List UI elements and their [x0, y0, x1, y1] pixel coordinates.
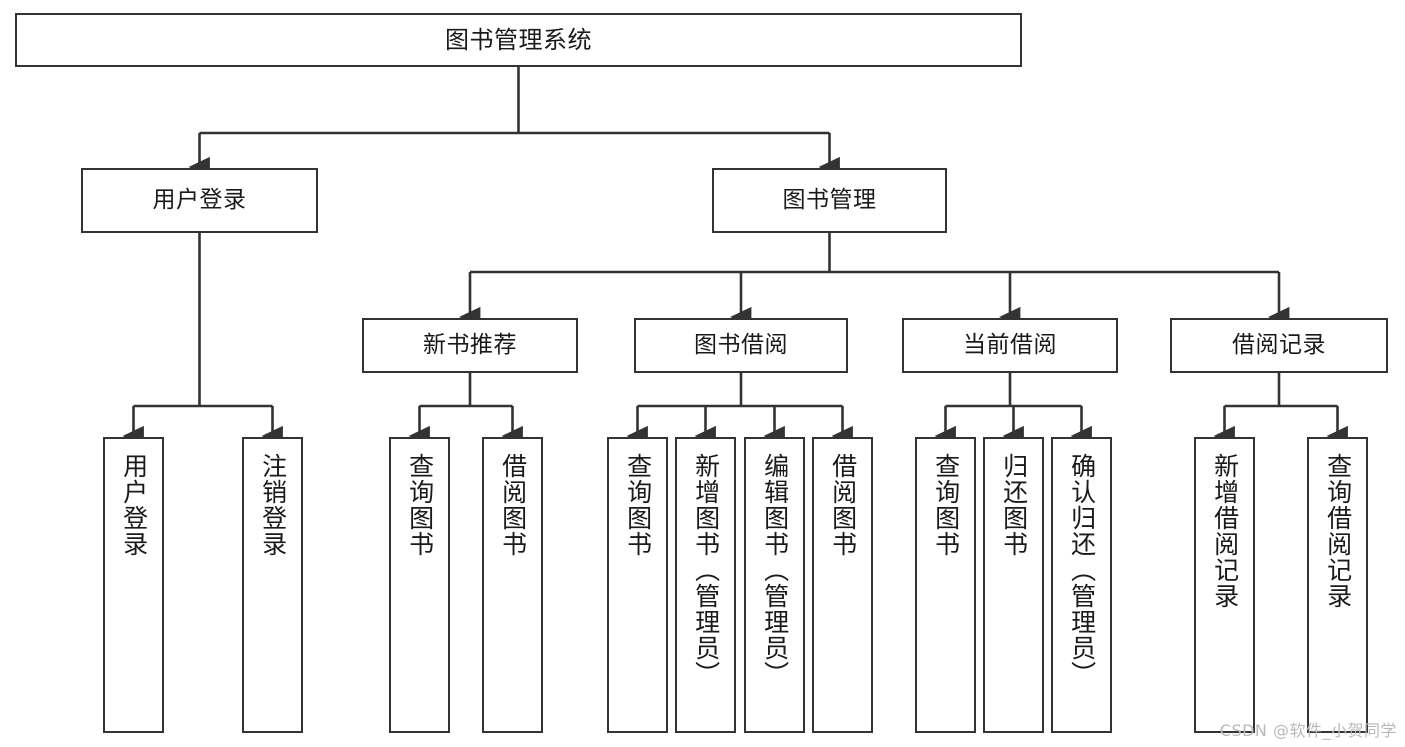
node-label-book-manage: 图书管理	[782, 186, 877, 213]
node-leaf-user-login[interactable]: 用户登录	[103, 437, 164, 733]
node-label-book-borrow: 图书借阅	[694, 331, 788, 358]
node-leaf-query-borrow-record[interactable]: 查询借阅记录	[1307, 437, 1368, 733]
node-borrow-record[interactable]: 借阅记录	[1170, 318, 1388, 373]
node-label-leaf-add-book-admin: 新增图书（管理员）	[691, 453, 721, 687]
node-leaf-query-book-borrow[interactable]: 查询图书	[607, 437, 668, 733]
node-root[interactable]: 图书管理系统	[15, 13, 1022, 67]
node-leaf-add-book-admin[interactable]: 新增图书（管理员）	[675, 437, 736, 733]
node-label-new-book-recommend: 新书推荐	[423, 331, 517, 358]
node-leaf-user-logout[interactable]: 注销登录	[242, 437, 303, 733]
node-label-leaf-add-borrow-record: 新增借阅记录	[1210, 453, 1240, 609]
node-book-borrow[interactable]: 图书借阅	[634, 318, 848, 373]
csdn-watermark: CSDN @软件_小贺同学	[1219, 721, 1397, 740]
node-label-leaf-query-book-borrow: 查询图书	[623, 453, 653, 557]
node-leaf-query-book-current[interactable]: 查询图书	[915, 437, 976, 733]
node-label-current-borrow: 当前借阅	[963, 331, 1057, 358]
node-leaf-add-borrow-record[interactable]: 新增借阅记录	[1194, 437, 1255, 733]
node-label-borrow-record: 借阅记录	[1232, 331, 1326, 358]
node-user-login[interactable]: 用户登录	[81, 168, 318, 233]
node-label-leaf-query-book-current: 查询图书	[931, 453, 961, 557]
node-leaf-borrow-book[interactable]: 借阅图书	[812, 437, 873, 733]
node-leaf-edit-book-admin[interactable]: 编辑图书（管理员）	[744, 437, 805, 733]
node-label-leaf-confirm-return-admin: 确认归还（管理员）	[1067, 453, 1097, 687]
node-label-leaf-borrow-book: 借阅图书	[828, 453, 858, 557]
node-label-leaf-query-book-rec: 查询图书	[405, 453, 435, 557]
node-new-book-recommend[interactable]: 新书推荐	[362, 318, 578, 373]
node-label-leaf-user-login: 用户登录	[119, 453, 149, 557]
node-label-leaf-edit-book-admin: 编辑图书（管理员）	[760, 453, 790, 687]
node-label-leaf-return-book: 归还图书	[999, 453, 1029, 557]
node-label-user-login: 用户登录	[152, 186, 247, 213]
node-label-root: 图书管理系统	[445, 25, 592, 54]
node-label-leaf-query-borrow-record: 查询借阅记录	[1323, 453, 1353, 609]
node-leaf-confirm-return-admin[interactable]: 确认归还（管理员）	[1051, 437, 1112, 733]
node-leaf-query-book-rec[interactable]: 查询图书	[389, 437, 450, 733]
node-current-borrow[interactable]: 当前借阅	[902, 318, 1118, 373]
node-label-leaf-borrow-book-rec: 借阅图书	[498, 453, 528, 557]
node-book-manage[interactable]: 图书管理	[712, 168, 947, 233]
node-leaf-borrow-book-rec[interactable]: 借阅图书	[482, 437, 543, 733]
node-label-leaf-user-logout: 注销登录	[258, 453, 288, 557]
node-leaf-return-book[interactable]: 归还图书	[983, 437, 1044, 733]
